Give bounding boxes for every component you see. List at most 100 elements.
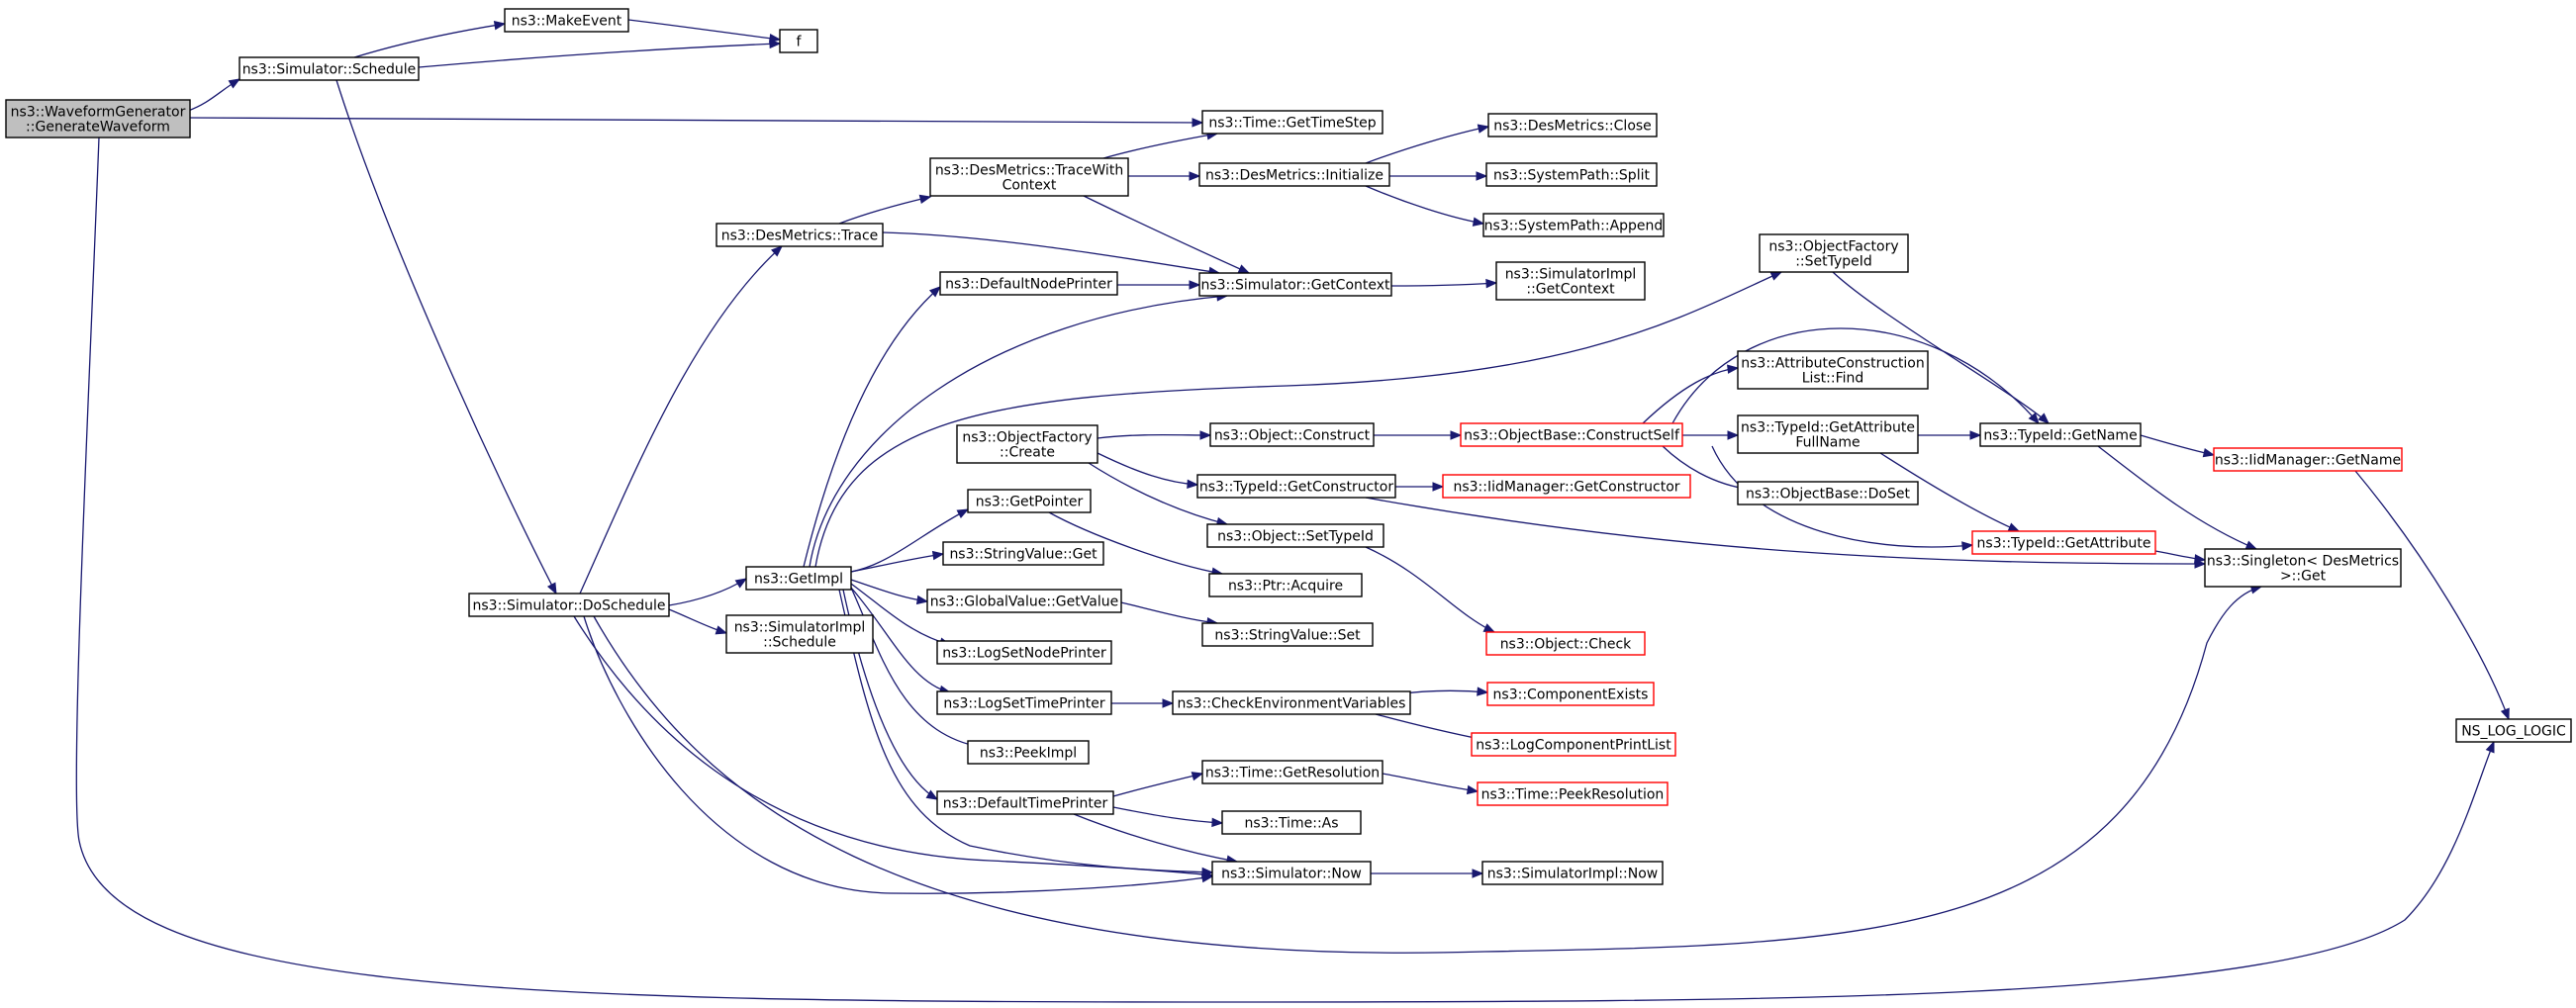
node-gvget[interactable]: ns3::GlobalValue::GetValue — [926, 589, 1122, 613]
node-label: ns3::Simulator::DoSchedule — [473, 598, 666, 614]
call-edge — [1389, 171, 1488, 181]
edge-arrowhead — [1237, 264, 1251, 274]
node-label: ns3::Singleton< DesMetrics — [2207, 554, 2399, 570]
edge-line — [1382, 773, 1479, 792]
node-dminit[interactable]: ns3::DesMetrics::Initialize — [1198, 162, 1390, 187]
node-box — [2204, 548, 2402, 588]
node-label: ns3::DesMetrics::Initialize — [1205, 168, 1383, 184]
node-compex[interactable]: ns3::ComponentExists — [1486, 682, 1655, 706]
edge-line — [627, 19, 781, 41]
node-singget[interactable]: ns3::Singleton< DesMetrics >::Get — [2204, 548, 2402, 588]
node-objcons[interactable]: ns3::Object::Construct — [1209, 422, 1375, 447]
node-label: ns3::Object::Check — [1500, 637, 1632, 653]
node-ptracq[interactable]: ns3::Ptr::Acquire — [1208, 573, 1363, 597]
node-lsnp[interactable]: ns3::LogSetNodePrinter — [936, 640, 1112, 665]
node-sched[interactable]: ns3::Simulator::Schedule — [239, 56, 420, 81]
edge-line — [1073, 813, 1238, 863]
node-ofcreate[interactable]: ns3::ObjectFactory::Create — [956, 424, 1098, 464]
edge-line — [573, 615, 1213, 876]
node-iidcons[interactable]: ns3::IidManager::GetConstructor — [1442, 474, 1691, 499]
call-edge — [1394, 482, 1445, 492]
node-strvset[interactable]: ns3::StringValue::Set — [1201, 622, 1374, 647]
edge-line — [1375, 713, 1485, 741]
node-label: ns3::Simulator::Now — [1221, 867, 1362, 882]
node-tidcons[interactable]: ns3::TypeId::GetConstructor — [1196, 474, 1396, 499]
node-tstep[interactable]: ns3::Time::GetTimeStep — [1201, 110, 1383, 135]
node-dnp[interactable]: ns3::DefaultNodePrinter — [939, 271, 1118, 296]
node-cev[interactable]: ns3::CheckEnvironmentVariables — [1172, 690, 1411, 715]
node-f[interactable]: f — [779, 29, 818, 53]
node-tas[interactable]: ns3::Time::As — [1221, 810, 1362, 835]
edge-arrowhead — [928, 286, 942, 298]
node-tidattr[interactable]: ns3::TypeId::GetAttribute — [1971, 530, 2156, 555]
edge-arrowhead — [2485, 740, 2495, 754]
call-edge — [1918, 430, 1982, 440]
edge-arrowhead — [956, 508, 970, 519]
node-simnow[interactable]: ns3::Simulator::Now — [1211, 861, 1372, 885]
node-dsched[interactable]: ns3::Simulator::DoSchedule — [468, 593, 670, 617]
node-box — [725, 614, 874, 654]
node-box — [1471, 732, 1676, 757]
node-obdoset[interactable]: ns3::ObjectBase::DoSet — [1737, 481, 1919, 505]
node-root[interactable]: ns3::WaveformGenerator::GenerateWaveform — [5, 99, 191, 138]
node-implnow[interactable]: ns3::SimulatorImpl::Now — [1481, 861, 1664, 885]
node-strvget[interactable]: ns3::StringValue::Get — [942, 541, 1104, 566]
edge-line — [814, 271, 1782, 568]
node-box — [967, 489, 1092, 513]
node-objsettid[interactable]: ns3::Object::SetTypeId — [1206, 523, 1384, 548]
node-objcheck[interactable]: ns3::Object::Check — [1485, 631, 1646, 656]
node-lcpl[interactable]: ns3::LogComponentPrintList — [1471, 732, 1676, 757]
node-obcs[interactable]: ns3::ObjectBase::ConstructSelf — [1460, 422, 1683, 447]
call-edge — [335, 79, 557, 596]
edge-arrowhead — [1727, 430, 1740, 440]
edge-arrowhead — [1476, 171, 1488, 181]
node-dmclose[interactable]: ns3::DesMetrics::Close — [1487, 113, 1658, 137]
node-implctx[interactable]: ns3::SimulatorImpl::GetContext — [1495, 261, 1646, 301]
node-dmtrace[interactable]: ns3::DesMetrics::Trace — [716, 223, 884, 247]
node-label: ns3::Ptr::Acquire — [1228, 579, 1343, 595]
node-getimpl[interactable]: ns3::GetImpl — [745, 566, 852, 591]
node-split[interactable]: ns3::SystemPath::Split — [1485, 162, 1658, 187]
node-box — [926, 589, 1122, 613]
node-label: ns3::ComponentExists — [1493, 687, 1649, 703]
node-box — [1208, 573, 1363, 597]
edge-arrowhead — [1482, 623, 1496, 633]
node-box — [779, 29, 818, 53]
edge-line — [1048, 511, 1223, 575]
node-label: ns3::IidManager::GetConstructor — [1453, 480, 1679, 496]
node-implsched[interactable]: ns3::SimulatorImpl::Schedule — [725, 614, 874, 654]
edge-line — [1112, 773, 1203, 797]
call-edge — [1083, 195, 1251, 274]
node-box — [1737, 481, 1919, 505]
node-getctx[interactable]: ns3::Simulator::GetContext — [1198, 272, 1392, 297]
node-tidname[interactable]: ns3::TypeId::GetName — [1979, 422, 2142, 447]
node-label: NS_LOG_LOGIC — [2461, 724, 2566, 740]
edge-line — [1365, 126, 1489, 164]
node-dtp[interactable]: ns3::DefaultTimePrinter — [936, 790, 1114, 815]
call-edge — [1102, 131, 1219, 159]
node-ofset[interactable]: ns3::ObjectFactory::SetTypeId — [1759, 233, 1909, 273]
node-mkev[interactable]: ns3::MakeEvent — [504, 8, 629, 33]
node-tgetres[interactable]: ns3::Time::GetResolution — [1201, 760, 1383, 784]
edge-line — [1097, 433, 1211, 439]
node-lstp[interactable]: ns3::LogSetTimePrinter — [936, 690, 1112, 715]
call-edge — [1111, 698, 1175, 708]
edge-arrowhead — [925, 789, 939, 800]
call-edge — [1382, 773, 1479, 795]
node-nslog[interactable]: NS_LOG_LOGIC — [2455, 718, 2572, 743]
node-iidname[interactable]: ns3::IidManager::GetName — [2213, 447, 2403, 472]
edge-arrowhead — [1200, 872, 1214, 883]
edge-arrowhead — [1450, 430, 1463, 440]
node-label: ns3::DesMetrics::Trace — [721, 229, 879, 244]
node-box — [936, 690, 1112, 715]
edge-arrowhead — [918, 194, 932, 205]
node-getptr[interactable]: ns3::GetPointer — [967, 489, 1092, 513]
node-append[interactable]: ns3::SystemPath::Append — [1482, 213, 1665, 237]
node-box — [1737, 350, 1929, 390]
node-tpeekres[interactable]: ns3::Time::PeekResolution — [1477, 781, 1669, 806]
node-label: ns3::SystemPath::Append — [1484, 219, 1664, 234]
node-peekimpl[interactable]: ns3::PeekImpl — [967, 740, 1090, 765]
